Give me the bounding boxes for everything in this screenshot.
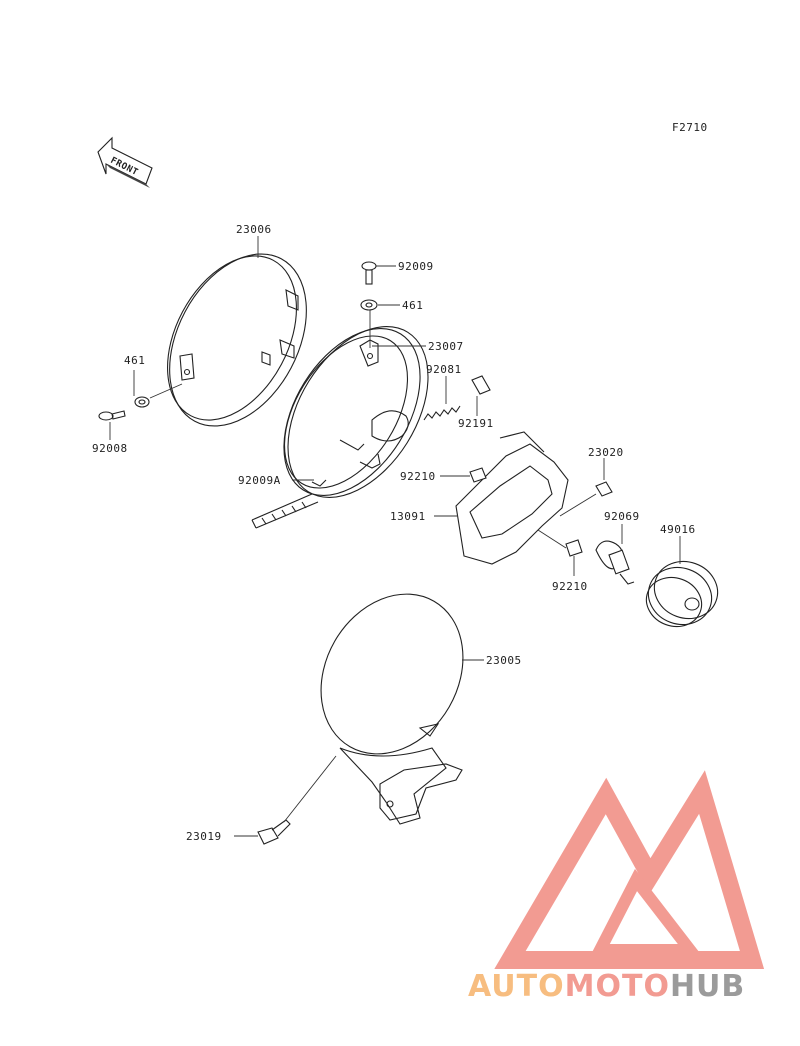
spring-92081 bbox=[423, 405, 461, 421]
label-92210-top: 92210 bbox=[400, 470, 436, 483]
svg-text:AUTOMOTOHUB: AUTOMOTOHUB bbox=[468, 969, 745, 1004]
label-461-left: 461 bbox=[124, 354, 145, 367]
label-23020: 23020 bbox=[588, 446, 624, 459]
label-92008: 92008 bbox=[92, 442, 128, 455]
headlight-rim bbox=[167, 253, 307, 427]
screw-92008 bbox=[98, 410, 126, 421]
label-13091: 13091 bbox=[390, 510, 426, 523]
adjusting-screw bbox=[251, 493, 319, 529]
bracket-13091 bbox=[455, 431, 569, 565]
front-arrow: FRONT bbox=[97, 136, 153, 188]
reflector-housing bbox=[283, 326, 429, 498]
figure-code: F2710 bbox=[672, 121, 708, 134]
bolt-23019 bbox=[257, 755, 337, 845]
label-92069: 92069 bbox=[604, 510, 640, 523]
tube-92191 bbox=[471, 375, 491, 395]
label-23007: 23007 bbox=[428, 340, 464, 353]
automotohub-logo: AUTOMOTOHUB bbox=[468, 770, 765, 1004]
label-23019: 23019 bbox=[186, 830, 222, 843]
label-92210-bottom: 92210 bbox=[552, 580, 588, 593]
label-49016: 49016 bbox=[660, 523, 696, 536]
logo-part-auto: AUTO bbox=[468, 969, 565, 1004]
label-92081: 92081 bbox=[426, 363, 462, 376]
logo-part-hub: HUB bbox=[670, 969, 745, 1004]
clip-bottom bbox=[565, 539, 583, 557]
socket-23020 bbox=[595, 481, 613, 497]
label-23005: 23005 bbox=[486, 654, 522, 667]
label-461-top: 461 bbox=[402, 299, 423, 312]
headlight-lens bbox=[320, 593, 464, 825]
label-92009: 92009 bbox=[398, 260, 434, 273]
dust-cover-49016 bbox=[645, 560, 719, 628]
label-92191: 92191 bbox=[458, 417, 494, 430]
washer-left bbox=[134, 396, 150, 408]
clip-top bbox=[469, 467, 487, 483]
screw-92009 bbox=[361, 261, 377, 285]
washer-top bbox=[360, 299, 378, 311]
logo-part-moto: MOTO bbox=[565, 969, 670, 1004]
label-92009A: 92009A bbox=[238, 474, 281, 487]
label-23006: 23006 bbox=[236, 223, 272, 236]
bulb-92069 bbox=[595, 540, 635, 585]
